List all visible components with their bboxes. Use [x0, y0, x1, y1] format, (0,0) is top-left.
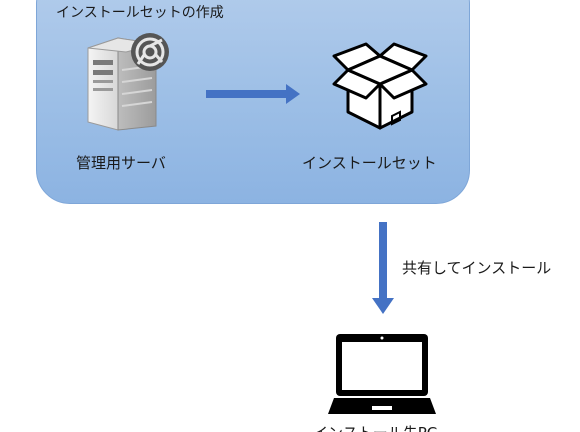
server-icon — [87, 33, 169, 131]
target-pc-label: インストール先PC — [313, 422, 437, 432]
arrow-right — [206, 84, 300, 104]
group-title: インストールセットの作成 — [56, 5, 224, 21]
install-set-label: インストールセット — [302, 154, 437, 172]
package-box-icon — [332, 42, 428, 130]
chrome-badge-icon — [131, 33, 169, 71]
share-install-label: 共有してインストール — [402, 259, 552, 277]
server-label: 管理用サーバ — [76, 154, 166, 172]
laptop-icon — [328, 334, 436, 414]
arrow-down — [372, 222, 394, 314]
